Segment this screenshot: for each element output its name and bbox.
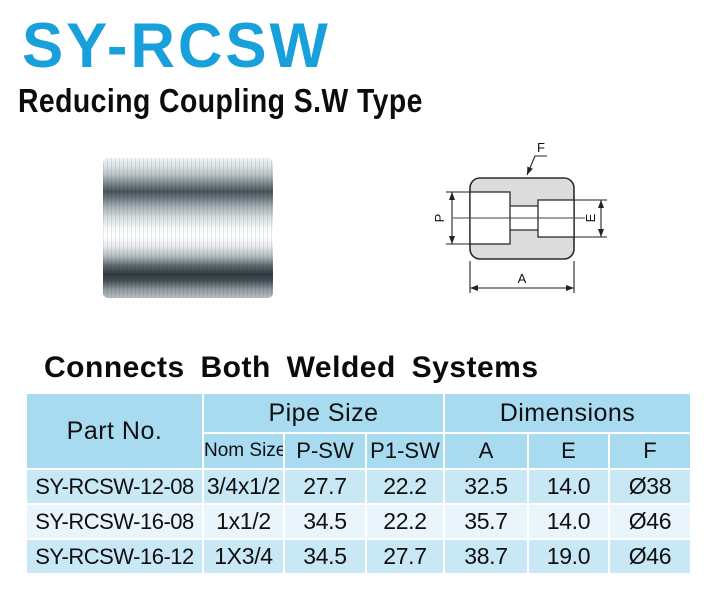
cell-p1-sw: 22.2	[365, 468, 445, 505]
right-bore	[537, 199, 575, 238]
cell-a: 35.7	[443, 503, 529, 540]
cell-e: 14.0	[527, 468, 610, 505]
leader-line-f	[526, 155, 547, 176]
table-row: SY-RCSW-16-12 1X3/4 34.5 27.7 38.7 19.0 …	[25, 538, 693, 575]
col-subheader-a: A	[443, 432, 529, 470]
dim-label-f: F	[537, 140, 545, 155]
table-row: SY-RCSW-16-08 1x1/2 34.5 22.2 35.7 14.0 …	[25, 503, 693, 540]
table-row: SY-RCSW-12-08 3/4x1/2 27.7 22.2 32.5 14.…	[25, 468, 693, 505]
col-header-part-no: Part No.	[25, 392, 204, 470]
coupling-photo	[103, 158, 273, 298]
col-subheader-p-sw: P-SW	[283, 432, 367, 470]
cell-nom-size: 1X3/4	[202, 538, 285, 575]
col-subheader-f: F	[607, 432, 693, 470]
dimension-drawing: P E A F	[432, 140, 607, 293]
page-title: SY-RCSW	[22, 11, 331, 81]
col-subheader-p1-sw: P1-SW	[365, 432, 445, 470]
col-header-dimensions: Dimensions	[442, 392, 693, 434]
section-heading: Connects Both Welded Systems	[44, 351, 539, 384]
cell-p1-sw: 27.7	[365, 538, 445, 575]
cell-f: Ø38	[607, 468, 693, 505]
cell-p-sw: 34.5	[283, 503, 367, 540]
cell-part-no: SY-RCSW-16-12	[25, 538, 204, 575]
col-header-pipe-size: Pipe Size	[202, 392, 445, 434]
dim-label-a: A	[518, 271, 527, 286]
cell-f: Ø46	[607, 538, 693, 575]
cell-nom-size: 3/4x1/2	[202, 468, 285, 505]
cell-e: 19.0	[527, 538, 610, 575]
spec-table: Part No. Pipe Size Dimensions Nom Size P…	[25, 392, 693, 575]
cell-f: Ø46	[607, 503, 693, 540]
col-subheader-e: E	[527, 432, 610, 470]
cell-p-sw: 27.7	[283, 468, 367, 505]
cell-part-no: SY-RCSW-16-08	[25, 503, 204, 540]
cell-a: 38.7	[443, 538, 529, 575]
cell-part-no: SY-RCSW-12-08	[25, 468, 204, 505]
cell-e: 14.0	[527, 503, 610, 540]
cell-p1-sw: 22.2	[365, 503, 445, 540]
cell-p-sw: 34.5	[283, 538, 367, 575]
col-subheader-nom-size: Nom Size	[202, 432, 285, 470]
dim-label-e: E	[583, 213, 598, 222]
cell-nom-size: 1x1/2	[202, 503, 285, 540]
cell-a: 32.5	[443, 468, 529, 505]
page-subtitle: Reducing Coupling S.W Type	[18, 82, 423, 119]
dim-label-p: P	[432, 214, 447, 223]
